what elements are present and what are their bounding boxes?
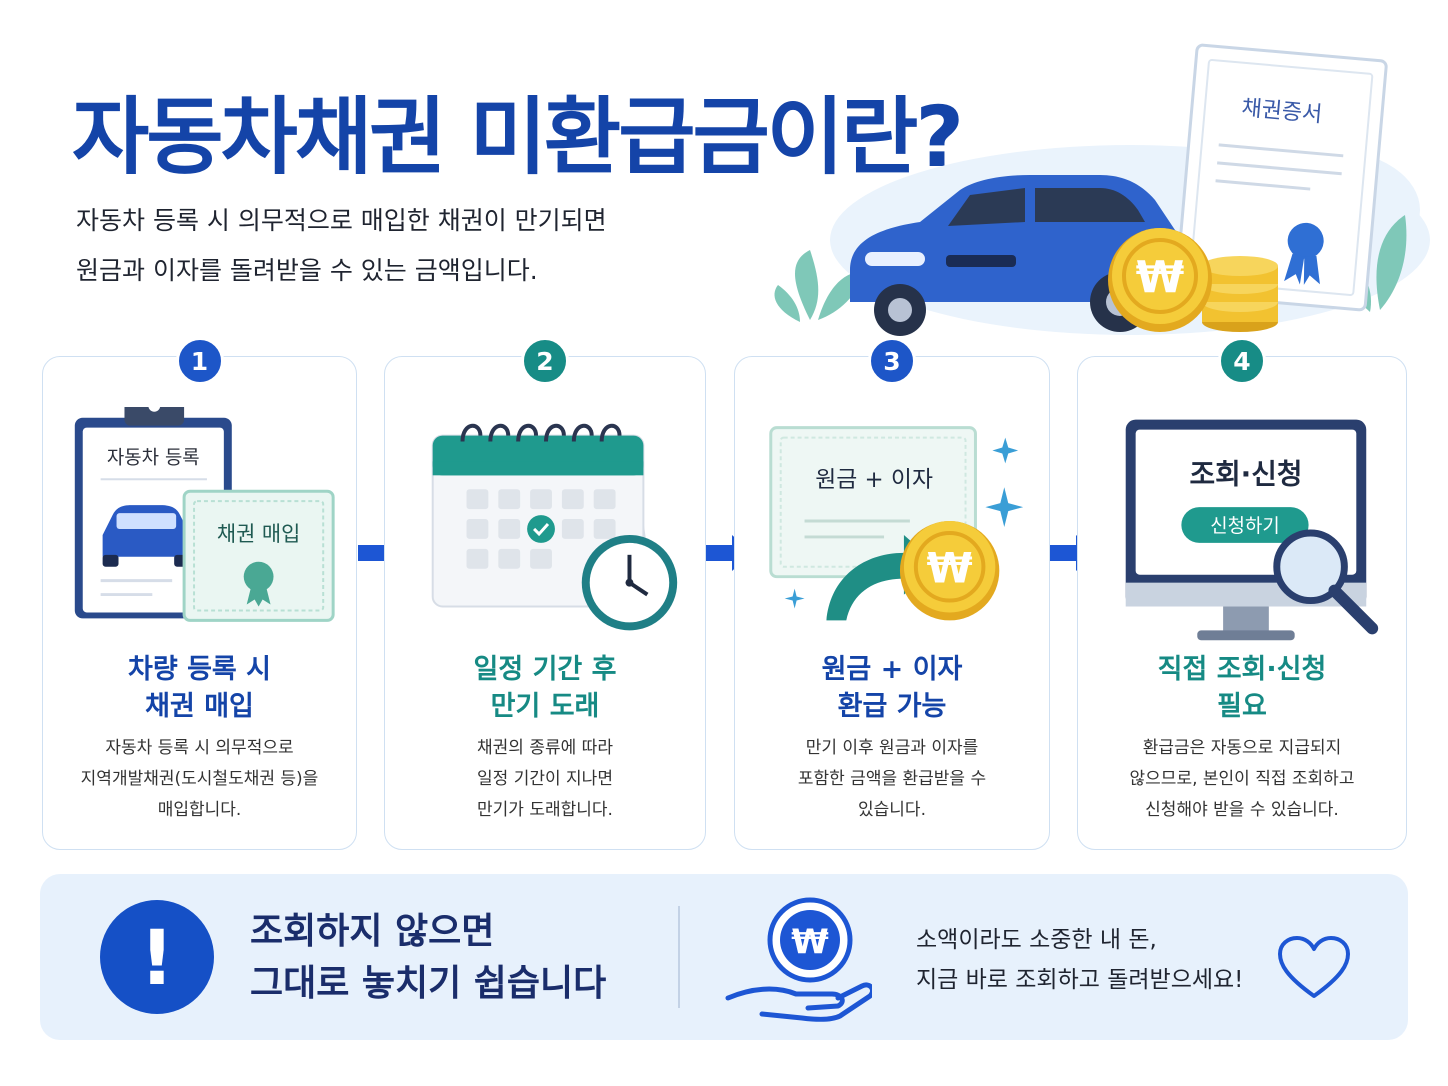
- step-description: 채권의 종류에 따라 일정 기간이 지나면 만기가 도래합니다.: [385, 733, 705, 826]
- step-card-1: 1 자동차 등록 채권 매입 차량 등록 시 채권 매입: [42, 337, 357, 850]
- banner-title: 조회하지 않으면 그대로 놓치기 쉽습니다: [250, 906, 606, 1010]
- step-illustration-refund: 원금 + 이자 ₩: [769, 426, 1024, 621]
- step-title-line: 직접 조회·신청: [1157, 654, 1327, 685]
- step-description-line: 포함한 금액을 환급받을 수: [797, 769, 987, 789]
- coin-stack-icon: [1202, 256, 1278, 332]
- step-title-line: 원금 + 이자: [821, 654, 963, 685]
- step-description-line: 채권의 종류에 따라: [477, 738, 613, 758]
- step-description: 만기 이후 원금과 이자를 포함한 금액을 환급받을 수 있습니다.: [735, 733, 1049, 826]
- step-number-badge: 3: [868, 337, 916, 385]
- certificate-icon: 채권증서: [1174, 43, 1388, 312]
- step-description-line: 매입합니다.: [157, 800, 242, 820]
- hero-illustration: 채권증서 ₩: [774, 43, 1430, 336]
- step-card-4: 4 조회·신청 신청하기 직접 조회·신청 필요 환급금은 자동으로 지급되지 …: [1077, 337, 1407, 850]
- coin-symbol: ₩: [927, 544, 973, 593]
- step-description-line: 신청해야 받을 수 있습니다.: [1145, 800, 1339, 820]
- step-title-line: 채권 매입: [145, 691, 254, 722]
- step-illustration-calendar: [431, 423, 678, 631]
- step-illustration-monitor: 조회·신청 신청하기: [1125, 419, 1379, 641]
- step-description-line: 않으므로, 본인이 직접 조회하고: [1129, 769, 1355, 789]
- banner-message: 소액이라도 소중한 내 돈, 지금 바로 조회하고 돌려받으세요!: [916, 920, 1243, 1000]
- step-description: 환급금은 자동으로 지급되지 않으므로, 본인이 직접 조회하고 신청해야 받을…: [1078, 733, 1406, 826]
- step-number-badge: 2: [521, 337, 569, 385]
- step-description-line: 만기 이후 원금과 이자를: [805, 738, 979, 758]
- exclamation-icon: !: [100, 900, 214, 1014]
- monitor-title: 조회·신청: [1189, 457, 1302, 490]
- banner-message-line: 소액이라도 소중한 내 돈,: [916, 927, 1157, 953]
- subtitle-line-1: 자동차 등록 시 의무적으로 매입한 채권이 만기되면: [76, 206, 607, 235]
- principal-interest-label: 원금 + 이자: [815, 467, 933, 493]
- bond-certificate-icon: 채권 매입: [182, 489, 335, 622]
- step-number-badge: 1: [175, 337, 224, 385]
- step-description: 자동차 등록 시 의무적으로 지역개발채권(도시철도채권 등)을 매입합니다.: [43, 733, 356, 826]
- step-title-line: 환급 가능: [837, 691, 947, 722]
- banner-message-line: 지금 바로 조회하고 돌려받으세요!: [916, 967, 1244, 993]
- step-description-line: 지역개발채권(도시철도채권 등)을: [80, 769, 319, 789]
- coin-symbol: ₩: [1136, 252, 1185, 303]
- won-coin-icon: ₩: [1108, 228, 1212, 332]
- step-title-line: 차량 등록 시: [128, 654, 271, 685]
- banner-divider: [678, 906, 680, 1008]
- page-subtitle: 자동차 등록 시 의무적으로 매입한 채권이 만기되면 원금과 이자를 돌려받을…: [76, 196, 607, 296]
- step-title: 일정 기간 후 만기 도래: [385, 651, 705, 725]
- monitor-icon: 조회·신청 신청하기: [1125, 419, 1367, 641]
- step-description-line: 일정 기간이 지나면: [477, 769, 613, 789]
- step-number-badge: 4: [1218, 337, 1266, 385]
- step-description-line: 만기가 도래합니다.: [477, 800, 613, 820]
- step-title: 차량 등록 시 채권 매입: [43, 651, 356, 725]
- step-title: 원금 + 이자 환급 가능: [735, 651, 1049, 725]
- hand-holding-coin-icon: ₩: [725, 897, 872, 1022]
- warning-banner: ! 조회하지 않으면 그대로 놓치기 쉽습니다 ₩ 소액이라도 소중한 내 돈,…: [40, 874, 1408, 1040]
- step-title: 직접 조회·신청 필요: [1078, 651, 1406, 725]
- magnifier-icon: [1273, 529, 1379, 635]
- step-description-line: 환급금은 자동으로 지급되지: [1142, 738, 1342, 758]
- coin-symbol: ₩: [791, 922, 829, 962]
- bond-label: 채권 매입: [217, 522, 300, 546]
- banner-title-line: 조회하지 않으면: [250, 911, 495, 952]
- apply-button-label: 신청하기: [1210, 515, 1279, 537]
- step-card-2: 2: [384, 337, 706, 850]
- step-description-line: 자동차 등록 시 의무적으로: [105, 738, 294, 758]
- step-title-line: 만기 도래: [490, 691, 600, 722]
- subtitle-line-2: 원금과 이자를 돌려받을 수 있는 금액입니다.: [76, 256, 538, 285]
- banner-title-line: 그대로 놓치기 쉽습니다: [250, 963, 607, 1004]
- step-illustration-registration: 자동차 등록 채권 매입: [74, 407, 335, 622]
- won-coin-icon: ₩: [899, 521, 1000, 621]
- page-title: 자동차채권 미환급금이란?: [72, 88, 964, 186]
- registration-label: 자동차 등록: [107, 446, 200, 468]
- step-title-line: 일정 기간 후: [473, 654, 617, 685]
- heart-icon: [1278, 936, 1350, 998]
- step-card-3: 3 원금 + 이자 ₩ 원금 + 이자 환급 가능 만기 이후 원금과 이자를: [734, 337, 1050, 850]
- clock-icon: [581, 534, 678, 631]
- step-description-line: 있습니다.: [858, 800, 926, 820]
- sparkle-icon: [784, 437, 1024, 609]
- step-title-line: 필요: [1217, 691, 1267, 722]
